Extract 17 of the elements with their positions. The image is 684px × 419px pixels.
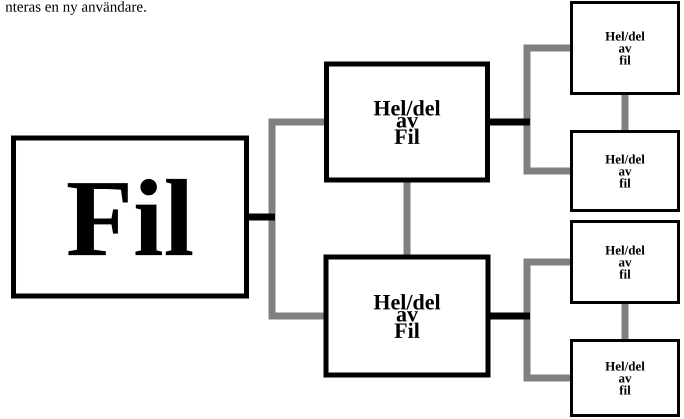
subpart-box: Hel/del av fil [570,130,680,212]
part-box: Hel/del av Fil [324,254,490,378]
connector [268,118,324,217]
subpart-box: Hel/del av fil [570,220,680,304]
connector [524,316,570,382]
part-box: Hel/del av Fil [324,62,490,182]
subpart-box: Hel/del av fil [570,339,680,417]
connector [622,95,628,130]
subpart-box: Hel/del av fil [570,1,680,95]
connector [524,44,570,122]
connector [622,304,628,339]
connector [404,182,410,254]
connector [268,217,324,320]
connector [524,122,570,174]
connector [524,258,570,316]
note-text: nteras en ny användare. [6,1,146,15]
file-box: Fil [11,136,249,298]
